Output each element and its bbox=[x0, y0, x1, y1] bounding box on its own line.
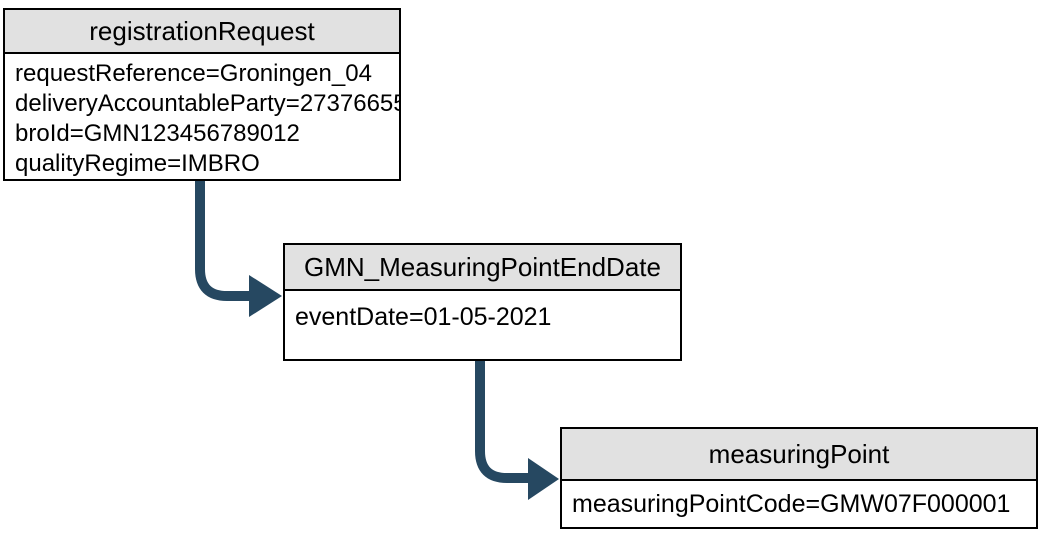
node-measuring-point-header: measuringPoint bbox=[562, 429, 1036, 481]
attribute-quality-regime: qualityRegime=IMBRO bbox=[15, 150, 260, 177]
node-gmn-measuring-point-end-date-header: GMN_MeasuringPointEndDate bbox=[285, 245, 680, 291]
arrowhead-2-icon bbox=[528, 458, 559, 500]
node-registration-request-header: registrationRequest bbox=[5, 10, 399, 54]
arrowhead-1-icon bbox=[249, 275, 282, 317]
edge-enddate-to-measuringpoint bbox=[475, 359, 559, 500]
node-registration-request: registrationRequest requestReference=Gro… bbox=[3, 8, 401, 181]
node-registration-request-body: requestReference=Groningen_04 deliveryAc… bbox=[5, 54, 399, 179]
attribute-delivery-accountable-party: deliveryAccountableParty=27376655 bbox=[15, 90, 399, 117]
arrow-line-2 bbox=[475, 359, 529, 483]
node-gmn-measuring-point-end-date: GMN_MeasuringPointEndDate eventDate=01-0… bbox=[283, 243, 682, 361]
node-measuring-point: measuringPoint measuringPointCode=GMW07F… bbox=[560, 427, 1038, 529]
node-gmn-measuring-point-end-date-body: eventDate=01-05-2021 bbox=[285, 291, 680, 359]
node-title: measuringPoint bbox=[708, 438, 890, 469]
attribute-bro-id: broId=GMN123456789012 bbox=[15, 120, 300, 147]
node-title: registrationRequest bbox=[89, 15, 315, 46]
attribute-measuring-point-code: measuringPointCode=GMW07F000001 bbox=[572, 490, 1011, 518]
arrow-line-1 bbox=[195, 179, 250, 301]
edge-registration-to-enddate bbox=[195, 179, 282, 317]
node-measuring-point-body: measuringPointCode=GMW07F000001 bbox=[562, 481, 1036, 527]
node-title: GMN_MeasuringPointEndDate bbox=[304, 251, 661, 282]
attribute-request-reference: requestReference=Groningen_04 bbox=[15, 60, 372, 87]
attribute-event-date: eventDate=01-05-2021 bbox=[295, 303, 552, 331]
